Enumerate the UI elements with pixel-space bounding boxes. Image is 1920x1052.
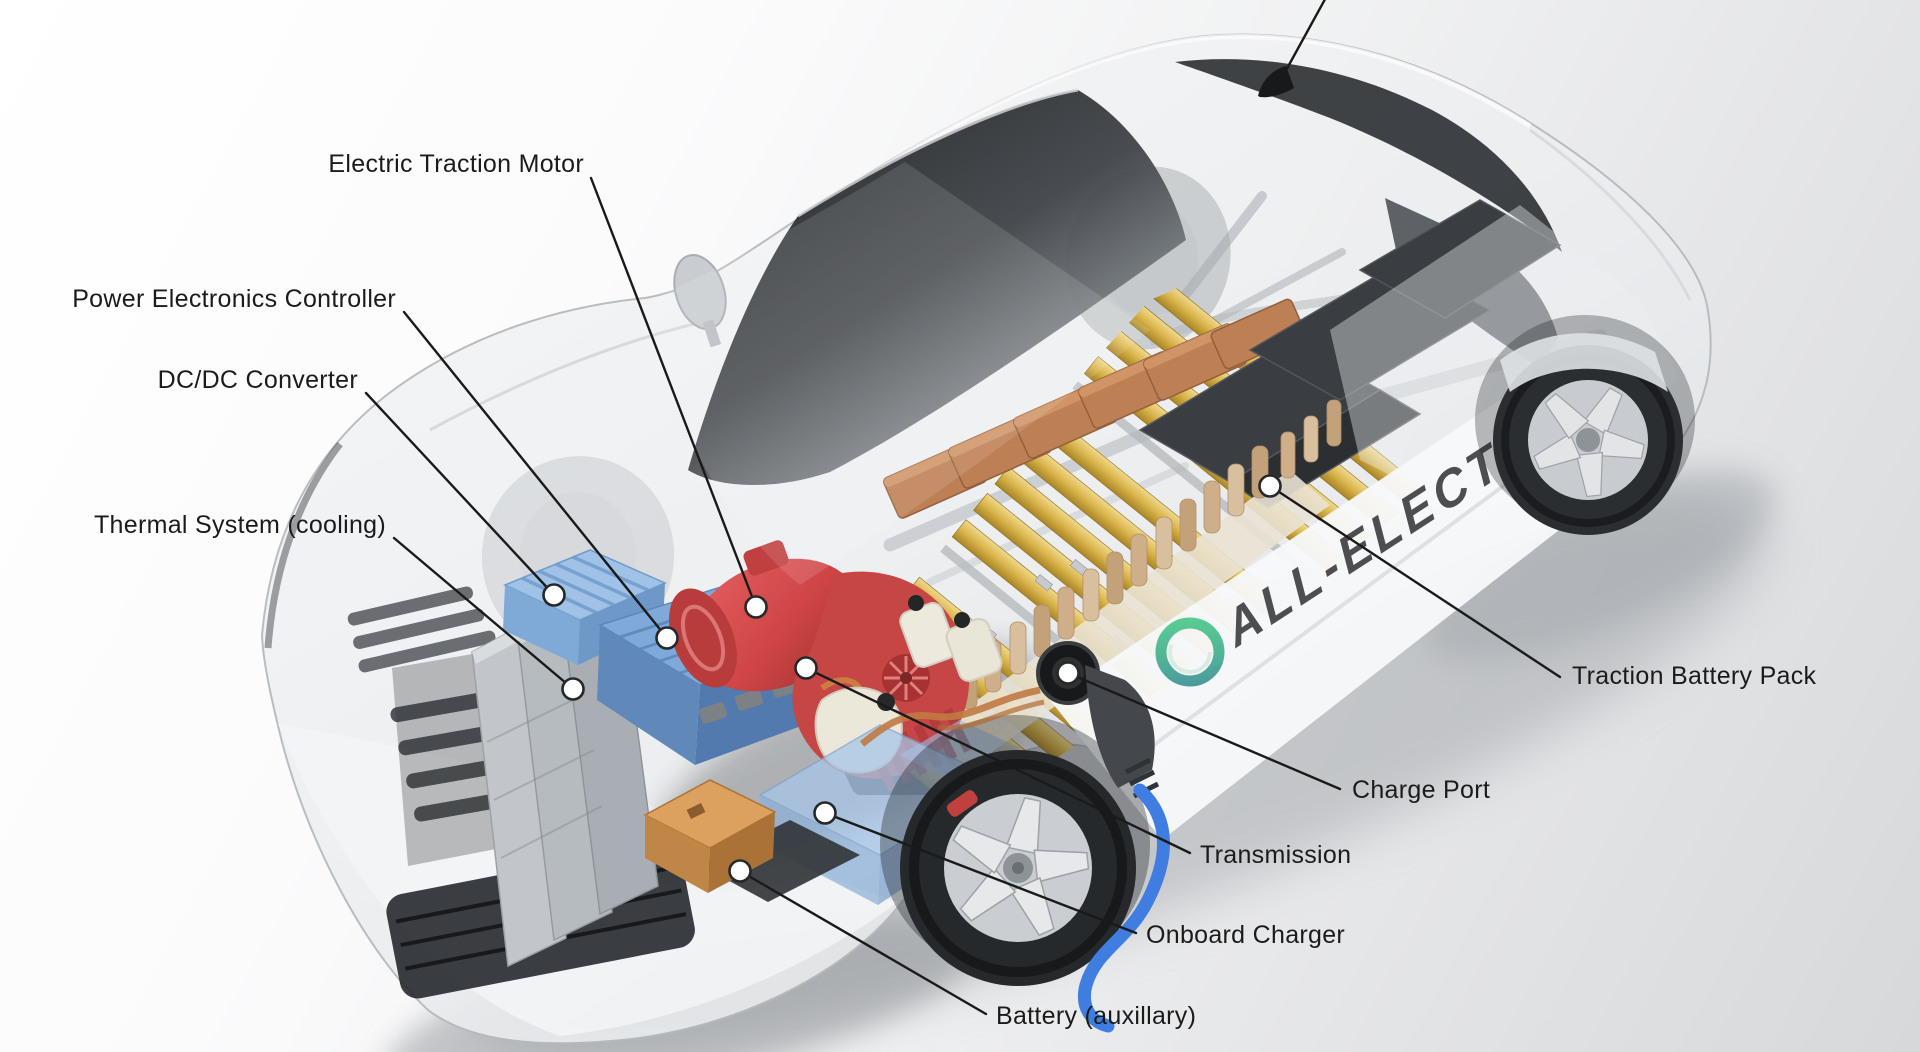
windshield [688,90,1186,485]
leader-line-thermal-system-cooling [392,536,575,691]
leader-line-charge-port [1066,671,1342,791]
callout-dot-traction-battery-pack [1258,474,1282,498]
rear-wheel [1475,315,1695,535]
pack-side-wall [930,470,1330,772]
leader-line-power-electronics-controller [402,310,669,640]
charging-plug-handle [1085,665,1155,788]
wheel-spokes-icon [1533,387,1645,498]
rear-fender-lip [1500,333,1668,392]
front-wheel [880,715,1150,986]
thermal-system-radiator [471,580,659,968]
callout-dot-dc-dc-converter [542,583,566,607]
callout-dot-charge-port [1056,661,1080,685]
roof-highlight [818,34,1532,211]
battery-copper-modules [883,298,1306,519]
leader-line-electric-traction-motor [589,176,758,609]
traction-battery-pack [800,199,1680,795]
leader-line-onboard-charger [823,811,1138,935]
brand-logo-icon [1155,617,1225,687]
hood-veil [640,162,1150,585]
leader-line-battery-auxillary [738,869,988,1016]
callout-dot-thermal-system-cooling [561,677,585,701]
leader-line-transmission [804,666,1192,855]
leader-line-roof-antenna-cropped-label [1271,0,1326,96]
rear-glass-sweep [1175,59,1562,252]
leader-line-traction-battery-pack [1268,484,1562,679]
rocker-groove [1118,453,1547,772]
fender-edge [264,441,343,649]
leader-line-dc-dc-converter [364,391,556,597]
rear-suspension-strut [1175,191,1267,307]
callout-dot-battery-auxillary [728,859,752,883]
copper-cable [859,686,1041,747]
side-mirror-icon [673,254,727,348]
callout-dot-onboard-charger [813,801,837,825]
callout-dot-power-electronics-controller [655,626,679,650]
callout-dot-transmission [794,656,818,680]
headlight-slats-icon [347,586,496,673]
callout-dot-electric-traction-motor [744,595,768,619]
brake-caliper [946,790,978,817]
charging-cable [1078,783,1170,1033]
